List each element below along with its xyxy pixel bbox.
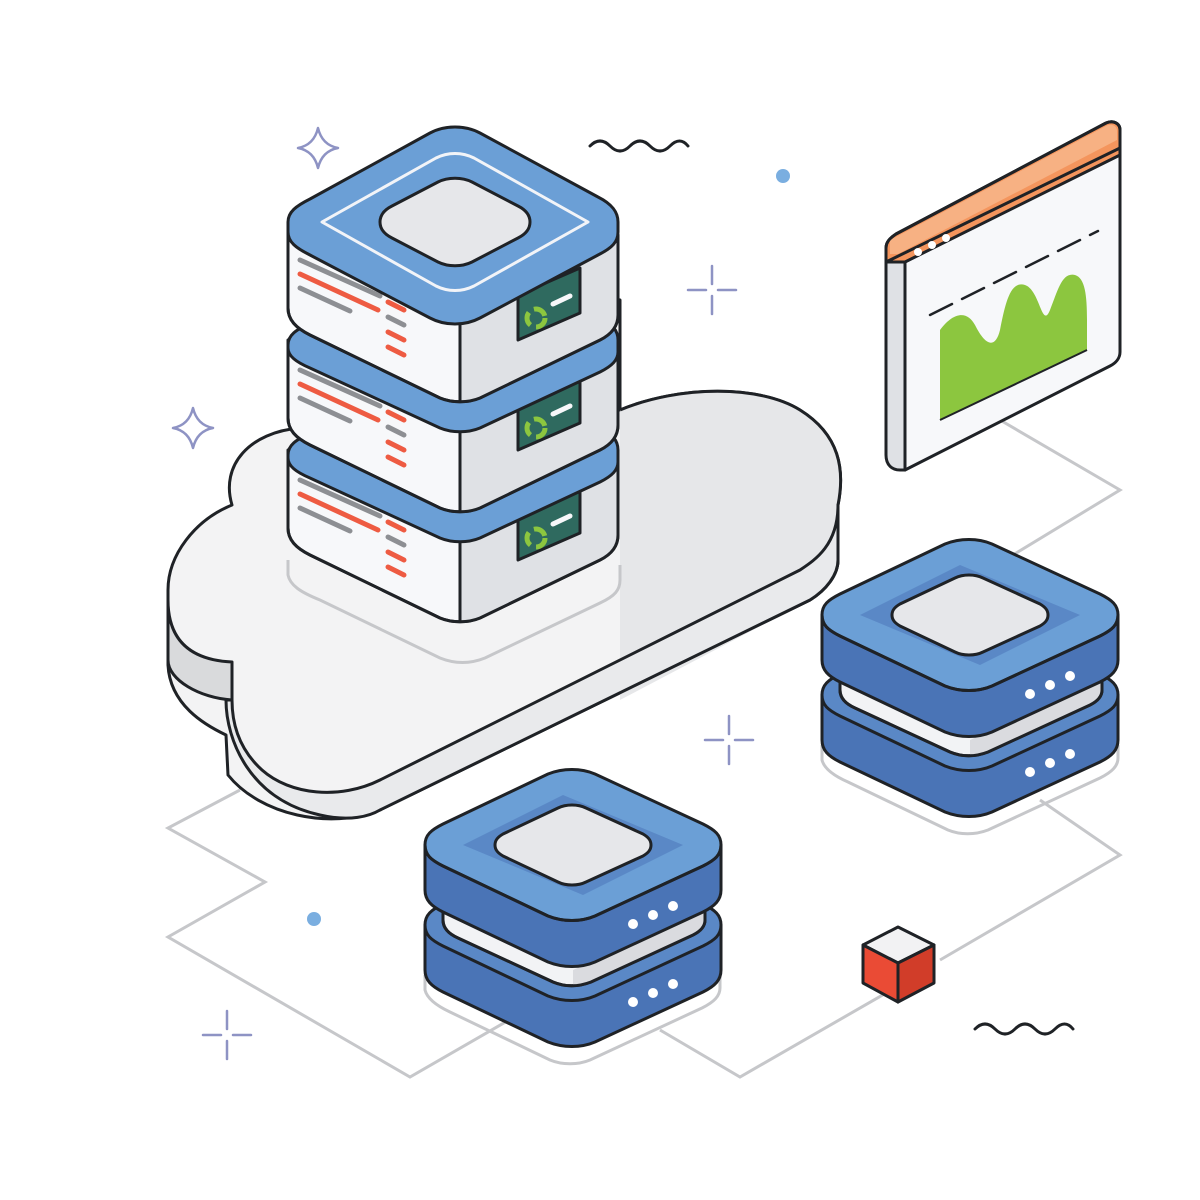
switch-top-panel <box>493 803 653 887</box>
browser-header-lines <box>928 229 1100 317</box>
server-top-panel <box>378 176 532 268</box>
squiggle-icon <box>588 139 1075 1036</box>
dot-icon <box>307 169 790 926</box>
area-chart <box>940 274 1087 420</box>
cube-icon <box>861 925 936 1004</box>
sparkle-icon <box>201 264 755 1061</box>
network-switch-icon <box>423 768 723 1066</box>
network-switch-icon <box>820 538 1120 836</box>
switch-top-panel <box>890 573 1050 657</box>
floor-connection-lines <box>164 418 1123 1079</box>
server-stack-footprint <box>286 560 622 664</box>
server-rack-icon <box>286 125 620 624</box>
browser-window-dots <box>914 234 950 256</box>
browser-chart-icon <box>884 120 1122 472</box>
sparkle-icon <box>171 126 340 450</box>
